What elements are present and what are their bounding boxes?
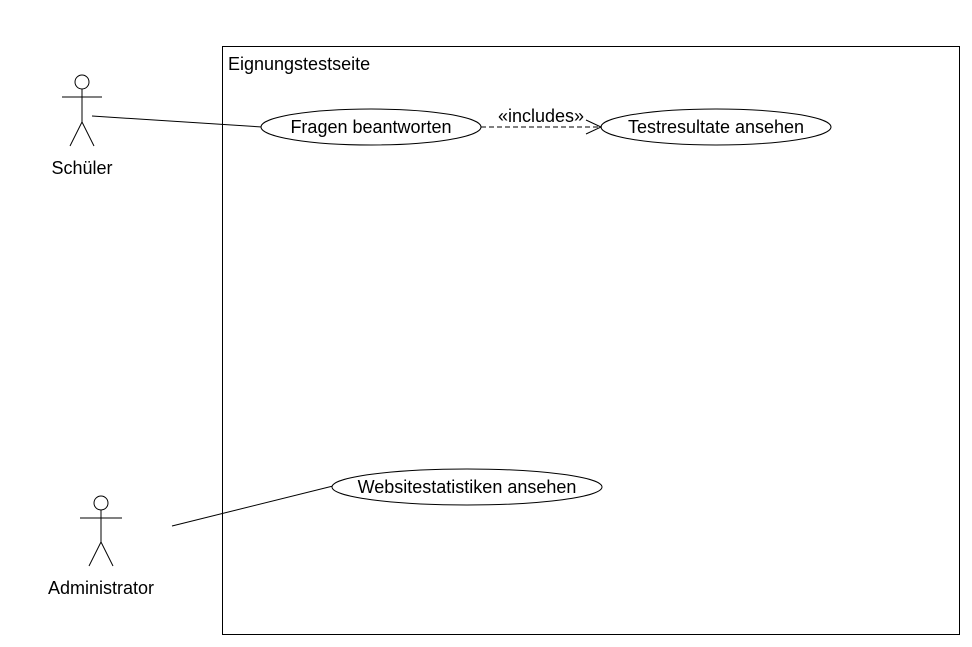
actor-administrator: Administrator	[48, 495, 154, 598]
actor-head	[93, 495, 109, 511]
actor-leg-left	[69, 121, 83, 147]
system-boundary-title: Eignungstestseite	[228, 54, 370, 74]
actor-leg-right	[100, 541, 114, 567]
use-case-ellipse	[331, 468, 603, 506]
include-dependency: «includes»	[481, 106, 603, 135]
use-case-testresultate-ansehen: Testresultate ansehen	[600, 108, 832, 146]
stick-figure-icon	[62, 74, 102, 147]
association-admin-statistiken	[171, 485, 334, 527]
use-case-label: Testresultate ansehen	[628, 117, 804, 137]
actor-label: Schüler	[51, 158, 112, 178]
stick-figure-icon	[80, 495, 122, 567]
use-case-label: Websitestatistiken ansehen	[358, 477, 577, 497]
arrowhead-icon	[585, 119, 603, 135]
actor-leg-right	[81, 121, 95, 147]
system-boundary-frame	[222, 46, 960, 635]
actor-label: Administrator	[48, 578, 154, 598]
include-label: «includes»	[498, 106, 584, 126]
use-case-fragen-beantworten: Fragen beantworten	[260, 108, 482, 146]
actor-leg-left	[88, 541, 102, 567]
use-case-websitestatistiken-ansehen: Websitestatistiken ansehen	[331, 468, 603, 506]
actor-head	[74, 74, 90, 90]
association-schueler-fragen	[91, 115, 263, 128]
actor-schueler: Schüler	[51, 74, 113, 178]
system-boundary: Eignungstestseite	[222, 46, 960, 635]
use-case-label: Fragen beantworten	[290, 117, 451, 137]
